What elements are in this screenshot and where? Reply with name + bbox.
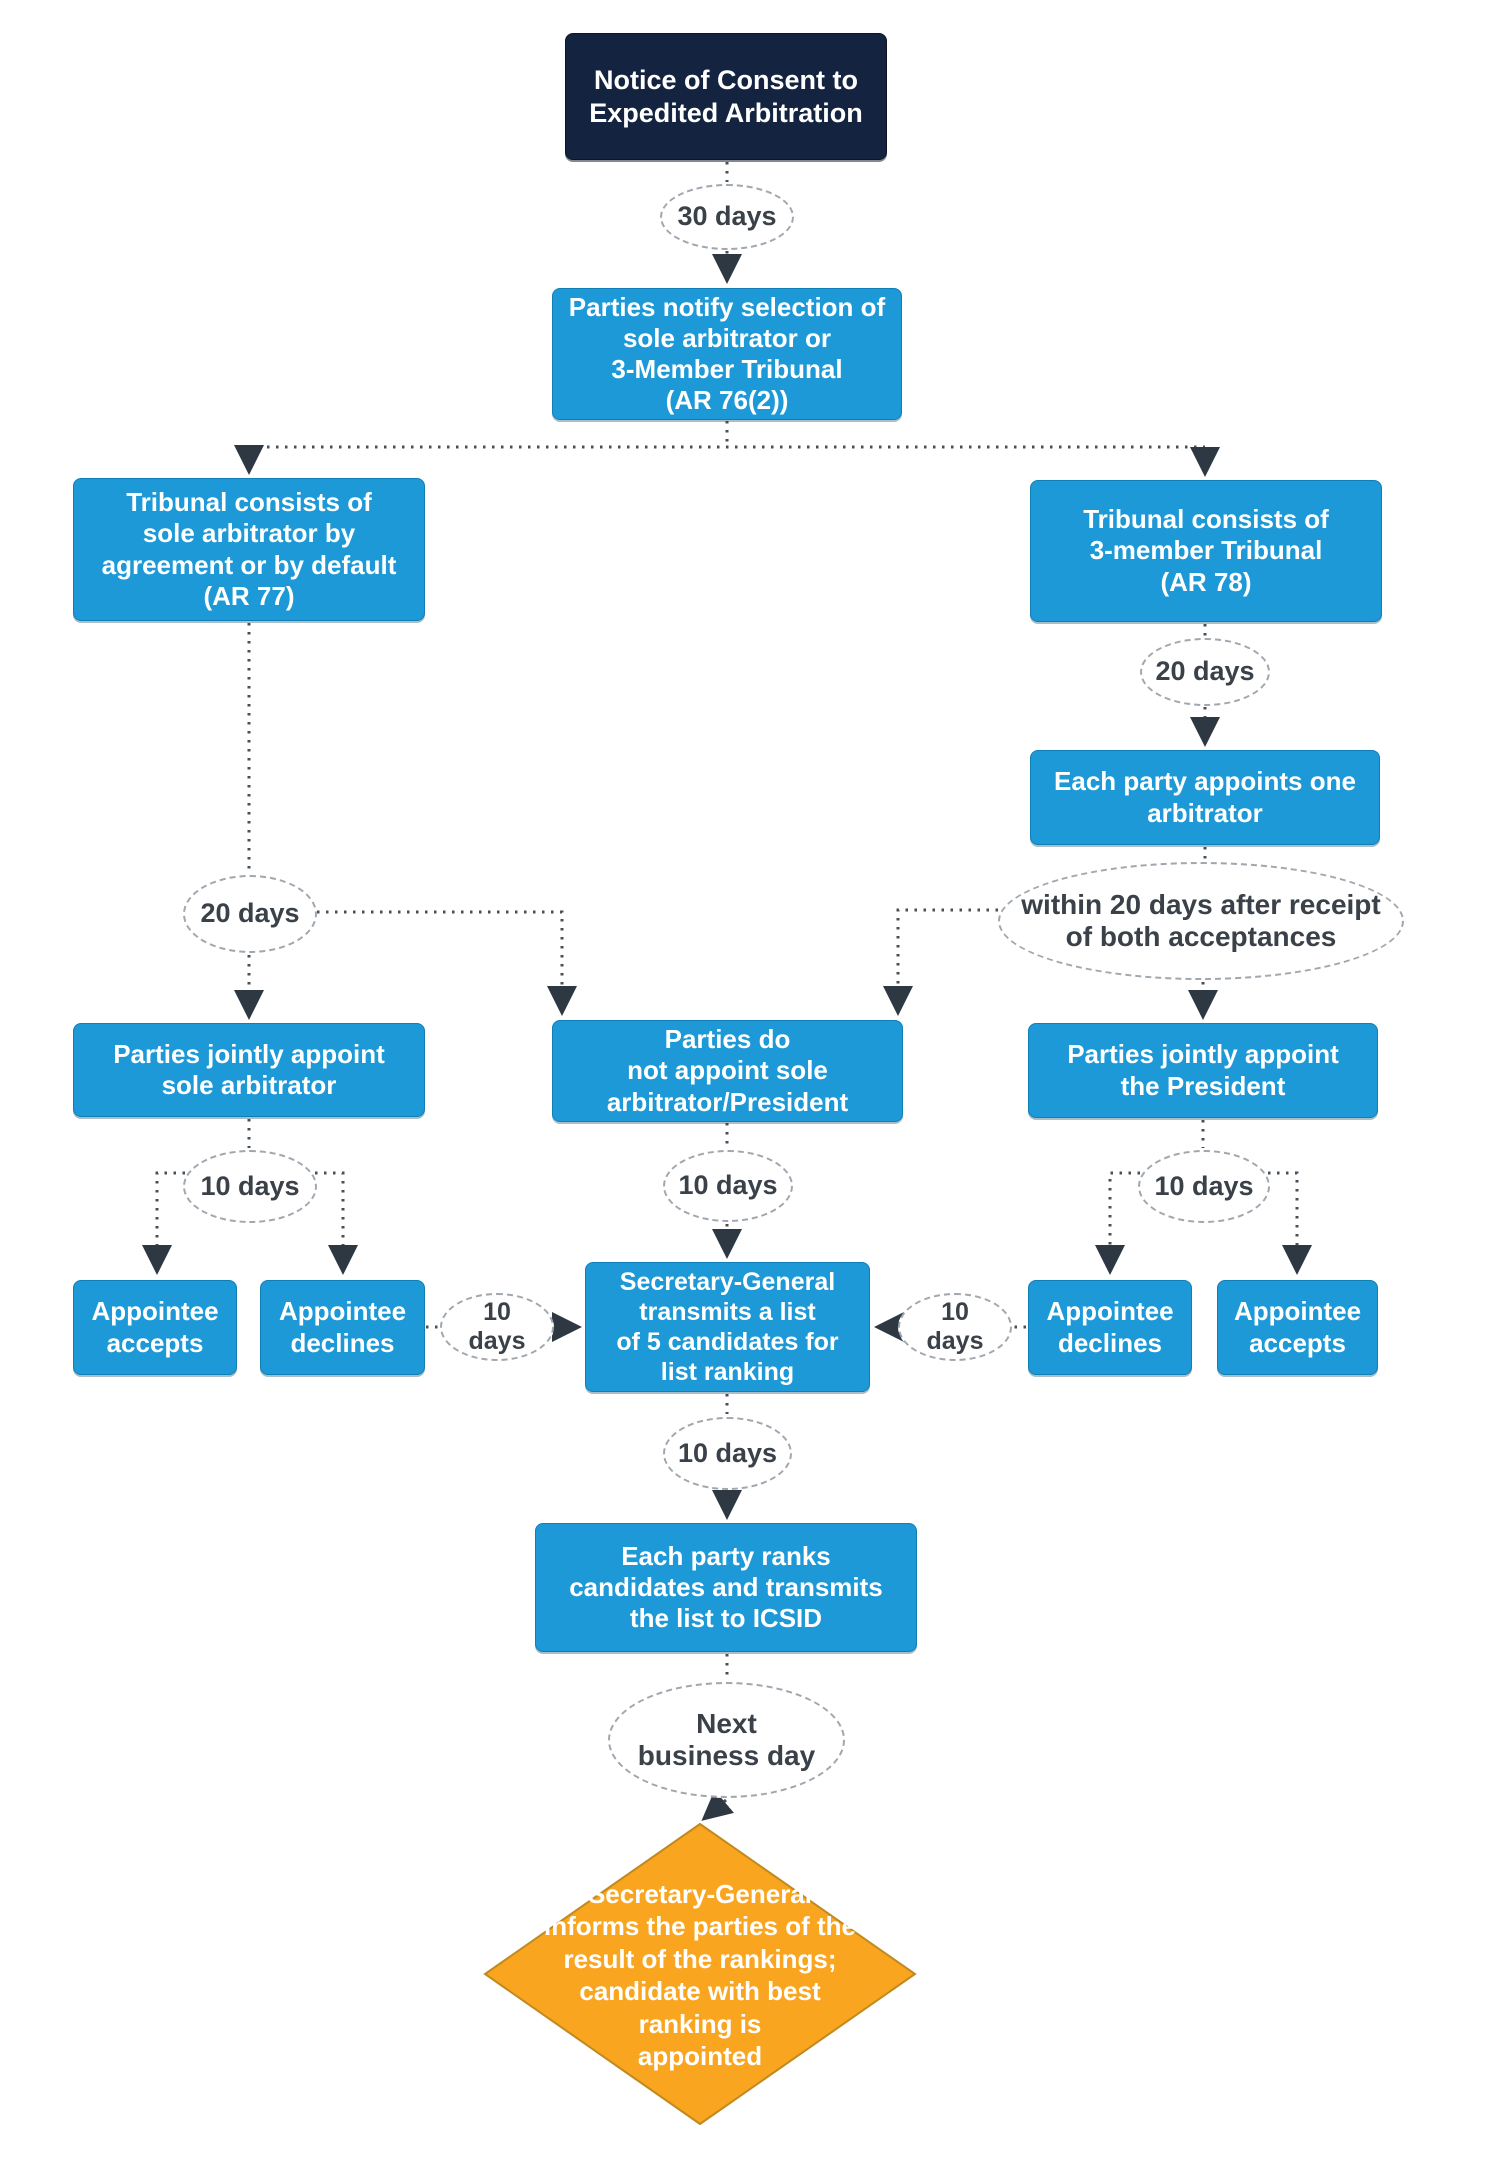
ellipse-10-days-left: 10 days — [183, 1150, 317, 1223]
node-appointee-declines-right: Appointee declines — [1028, 1280, 1192, 1375]
node-appointee-declines-left: Appointee declines — [260, 1280, 425, 1375]
node-parties-do-not-appoint: Parties do not appoint sole arbitrator/P… — [552, 1020, 903, 1122]
ellipse-within-20-days: within 20 days after receipt of both acc… — [998, 862, 1404, 980]
node-parties-notify-selection: Parties notify selection of sole arbitra… — [552, 288, 902, 420]
node-parties-jointly-appoint-sole: Parties jointly appoint sole arbitrator — [73, 1023, 425, 1117]
node-appointee-accepts-left: Appointee accepts — [73, 1280, 237, 1375]
node-tribunal-sole-arbitrator: Tribunal consists of sole arbitrator by … — [73, 478, 425, 621]
node-parties-jointly-appoint-president: Parties jointly appoint the President — [1028, 1023, 1378, 1118]
ellipse-10-days-mid-right: 10 days — [898, 1293, 1012, 1361]
node-sg-transmits-list: Secretary-General transmits a list of 5 … — [585, 1262, 870, 1392]
node-each-party-ranks: Each party ranks candidates and transmit… — [535, 1523, 917, 1652]
node-each-party-appoints: Each party appoints one arbitrator — [1030, 750, 1380, 845]
node-tribunal-3-member: Tribunal consists of 3-member Tribunal (… — [1030, 480, 1382, 622]
ellipse-30-days: 30 days — [660, 184, 794, 250]
node-appointee-accepts-right: Appointee accepts — [1217, 1280, 1378, 1375]
diamond-shape — [483, 1822, 917, 2126]
ellipse-20-days-right: 20 days — [1140, 638, 1270, 706]
ellipse-10-days-right: 10 days — [1138, 1150, 1270, 1223]
ellipse-next-business-day: Next business day — [608, 1682, 845, 1798]
ellipse-10-days-mid-left: 10 days — [440, 1293, 554, 1361]
ellipse-20-days-left: 20 days — [183, 875, 317, 953]
diamond-sg-informs: Secretary-General informs the parties of… — [543, 1878, 857, 2072]
ellipse-10-days-center: 10 days — [663, 1150, 793, 1222]
node-notice-of-consent: Notice of Consent to Expedited Arbitrati… — [565, 33, 887, 160]
ellipse-10-days-below: 10 days — [663, 1417, 792, 1490]
